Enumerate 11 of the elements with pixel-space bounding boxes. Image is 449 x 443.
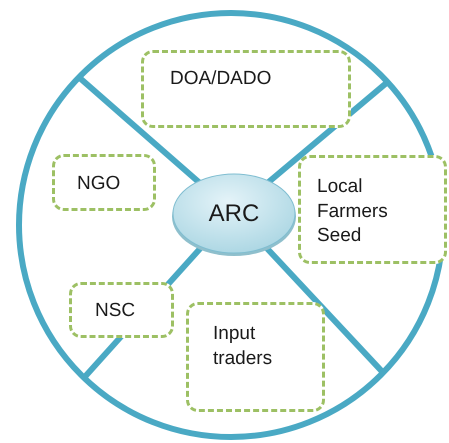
node-label: Local Farmers Seed [317,175,389,248]
node-label: NSC [95,299,136,323]
dashed-box [186,302,325,412]
node-label: Input traders [213,322,274,371]
node-label: DOA/DADO [170,67,272,91]
dashed-box [69,282,174,338]
node-label: NGO [77,172,120,196]
dashed-box [141,50,351,128]
dashed-box [52,154,156,211]
node-label: ARC [208,198,260,229]
dashed-box [298,155,447,264]
